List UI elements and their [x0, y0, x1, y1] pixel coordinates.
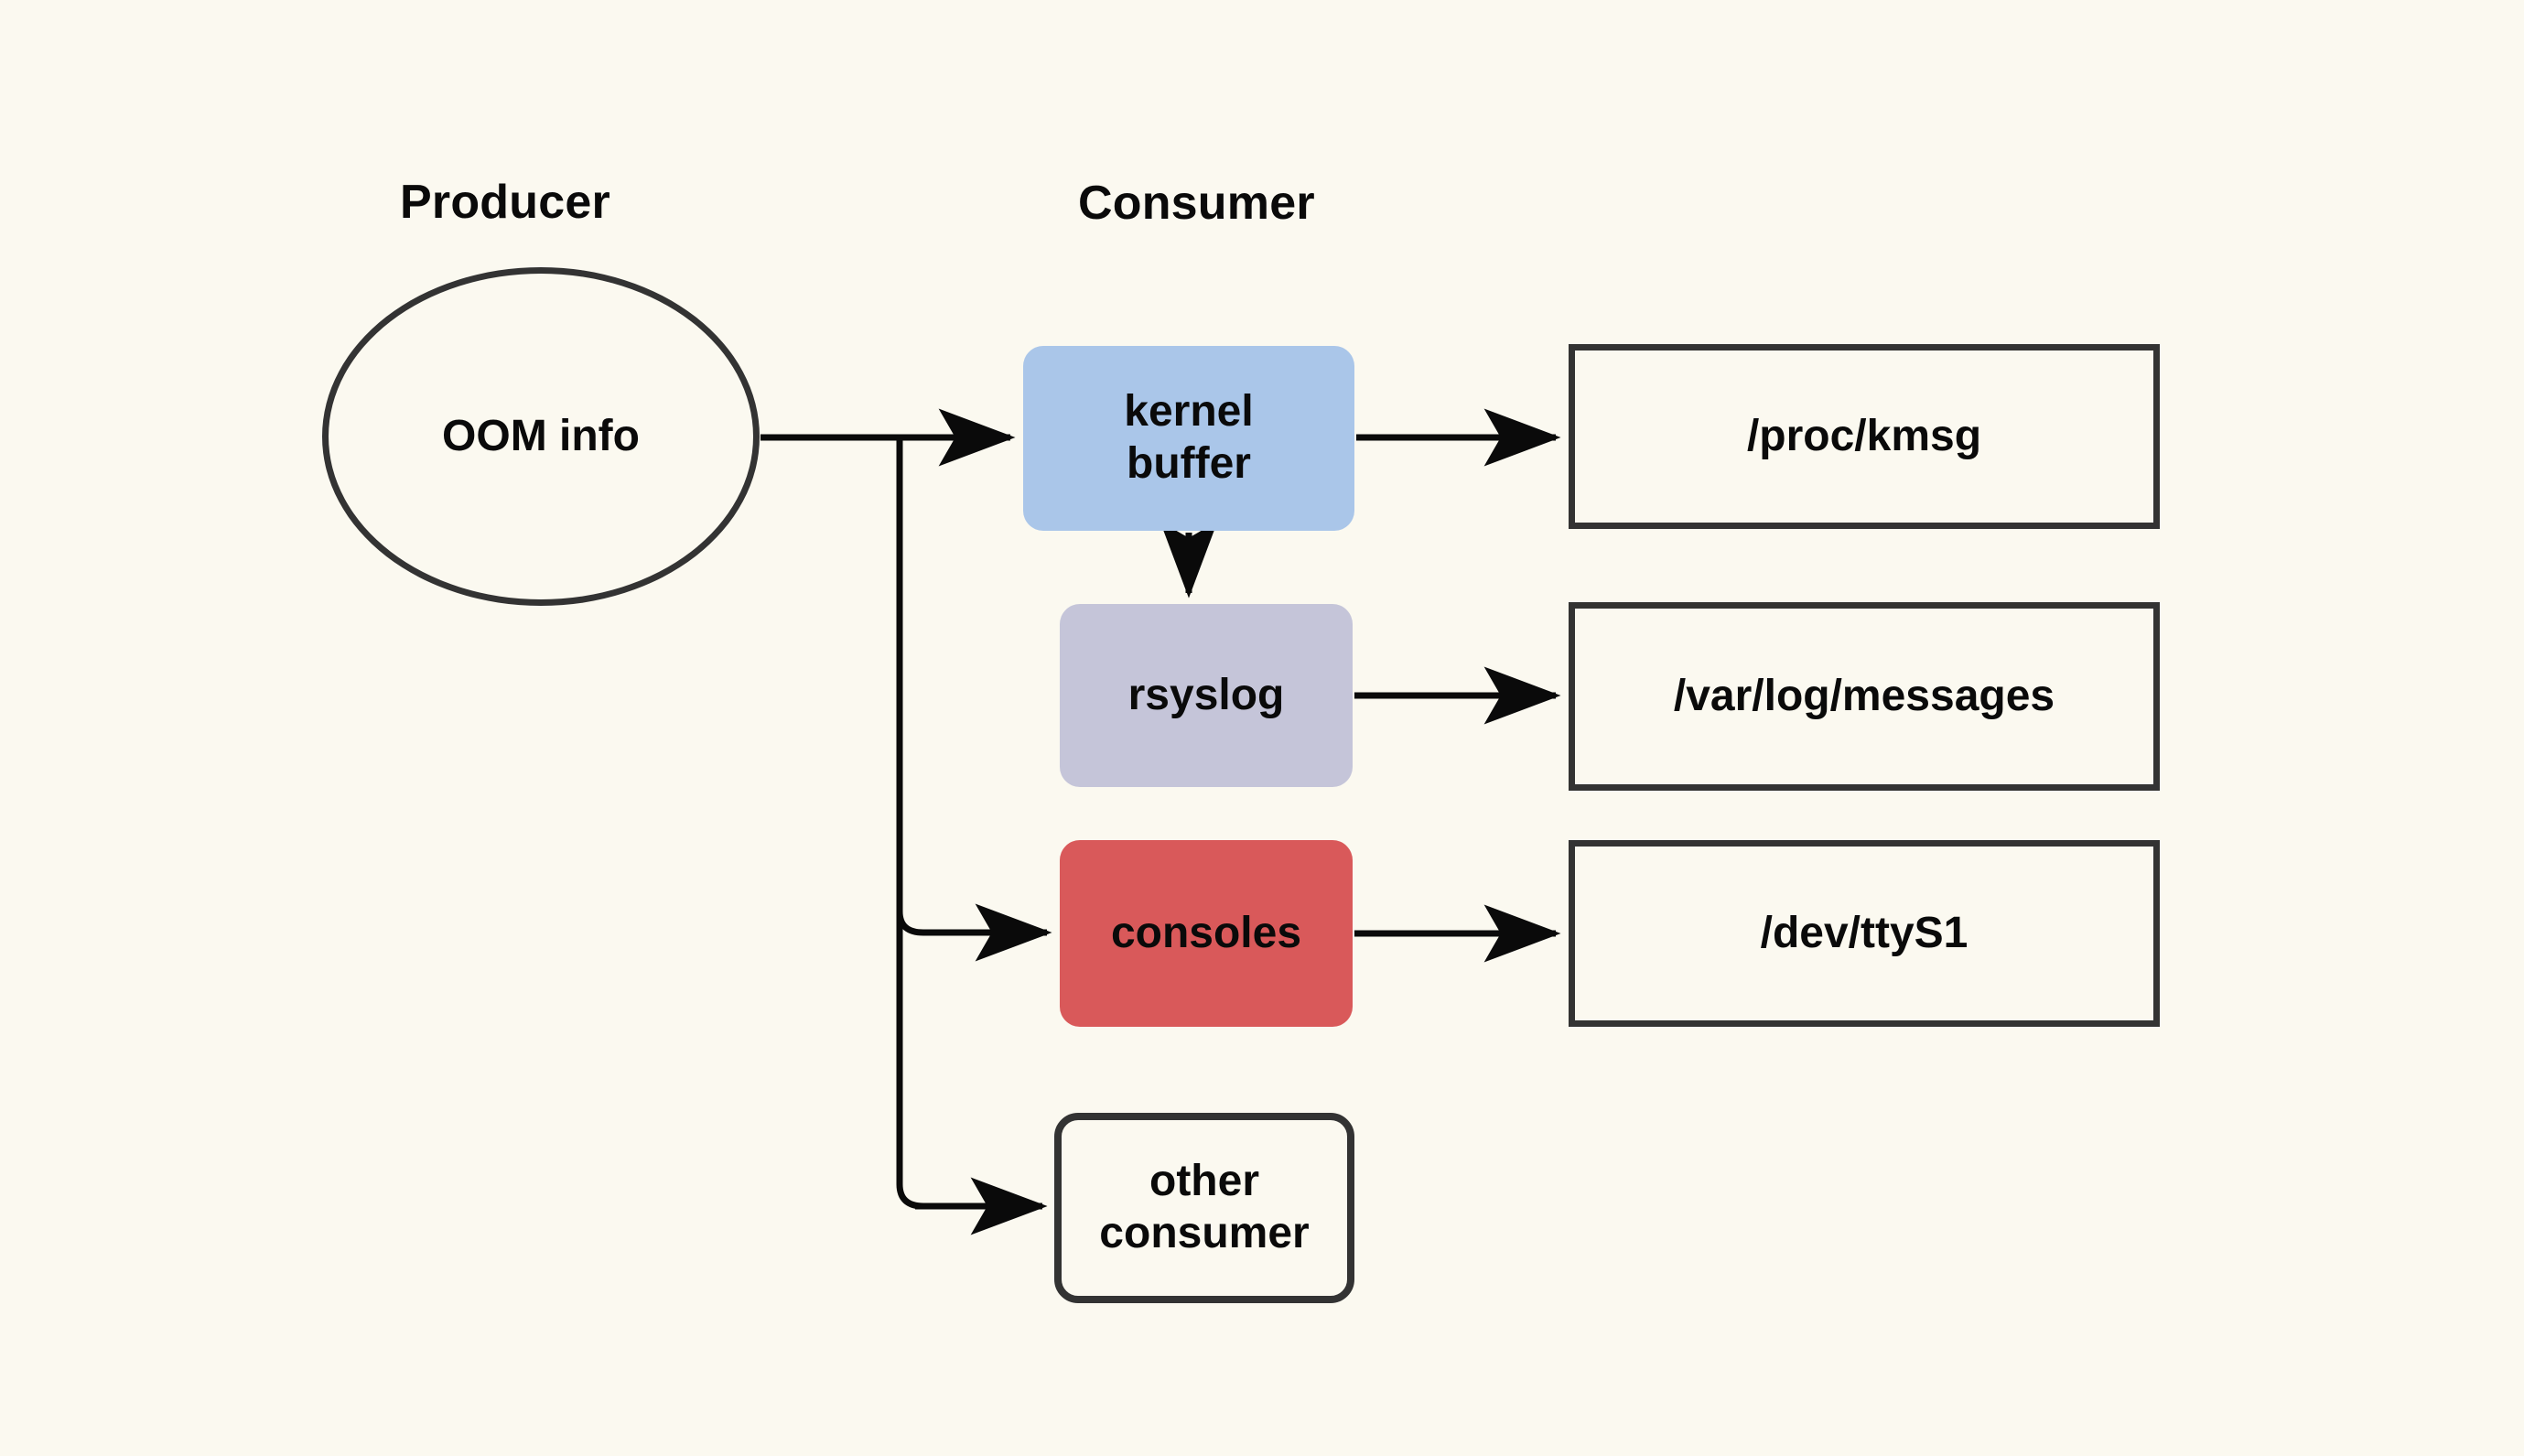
node-rsyslog[interactable]: rsyslog — [1060, 604, 1353, 787]
node-dev-ttys1[interactable]: /dev/ttyS1 — [1569, 840, 2160, 1027]
node-proc-kmsg-label: /proc/kmsg — [1746, 411, 1982, 460]
node-other-consumer-label: other consumer — [1099, 1157, 1310, 1257]
edge-oom-to-consoles — [896, 903, 1052, 962]
node-kernel-buffer[interactable]: kernel buffer — [1023, 346, 1354, 531]
column-label-consumer: Consumer — [1078, 177, 1315, 230]
node-dev-ttys1-label: /dev/ttyS1 — [1760, 908, 1969, 957]
node-consoles[interactable]: consoles — [1060, 840, 1353, 1027]
node-proc-kmsg[interactable]: /proc/kmsg — [1569, 344, 2160, 529]
node-consoles-label: consoles — [1110, 908, 1302, 957]
node-var-log-messages[interactable]: /var/log/messages — [1569, 602, 2160, 791]
node-other-consumer[interactable]: other consumer — [1054, 1113, 1354, 1303]
node-oom-info[interactable]: OOM info — [322, 267, 760, 606]
edge-trunk — [896, 437, 933, 1210]
node-oom-info-label: OOM info — [442, 411, 640, 460]
node-rsyslog-label: rsyslog — [1127, 670, 1285, 719]
node-var-log-messages-label: /var/log/messages — [1673, 671, 2055, 720]
column-label-producer: Producer — [400, 176, 610, 229]
node-kernel-buffer-label: kernel buffer — [1124, 387, 1254, 488]
